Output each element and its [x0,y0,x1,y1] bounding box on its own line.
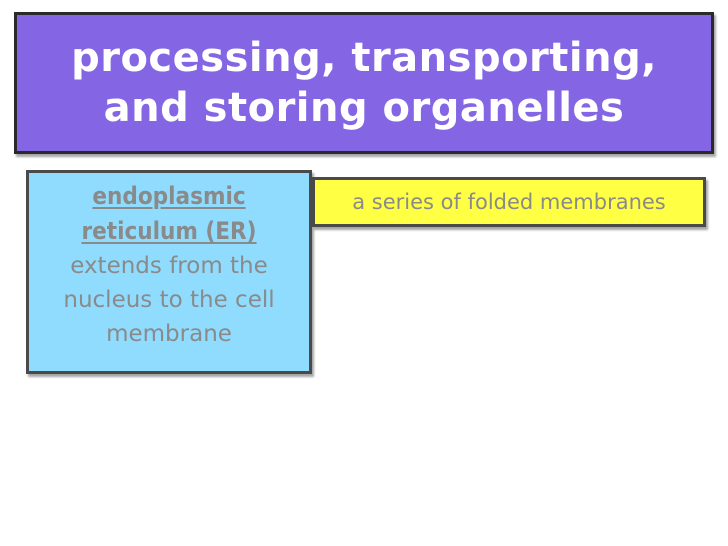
term-description: extends from the nucleus to the cell mem… [63,253,275,347]
definition-card: a series of folded membranes [312,177,706,227]
definition-text: a series of folded membranes [352,190,666,214]
term-card: endoplasmic reticulum (ER) extends from … [26,170,312,374]
slide-title: processing, transporting, and storing or… [71,35,657,131]
term-label: endoplasmic reticulum (ER) [81,182,257,245]
title-banner: processing, transporting, and storing or… [14,12,714,154]
